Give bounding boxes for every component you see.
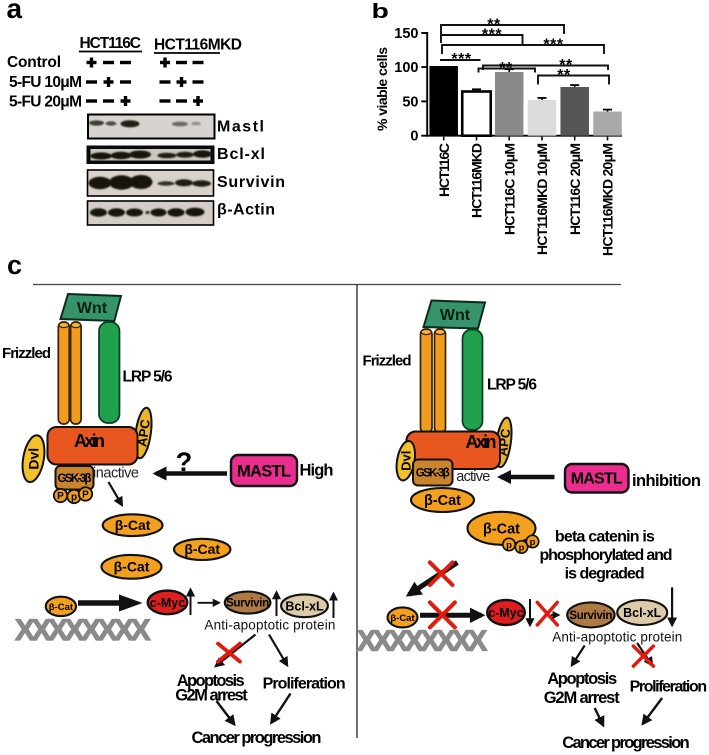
svg-text:APC: APC (134, 418, 153, 448)
svg-text:G2M arrest: G2M arrest (544, 689, 621, 707)
svg-text:Cancer progression: Cancer progression (192, 729, 322, 747)
svg-text:50: 50 (402, 94, 418, 110)
svg-text:HCT116C 10μM: HCT116C 10μM (501, 143, 517, 235)
svg-text:HCT116MKD 10μM: HCT116MKD 10μM (534, 143, 550, 255)
svg-text:High: High (300, 462, 334, 480)
svg-text:inhibition: inhibition (632, 472, 701, 490)
svg-text:Survivin: Survivin (569, 610, 612, 622)
svg-text:GSK-3β: GSK-3β (416, 468, 450, 480)
svg-text:HCT116MKD: HCT116MKD (469, 143, 485, 218)
svg-text:p: p (530, 537, 536, 548)
svg-text:active: active (456, 469, 490, 485)
svg-text:is degraded: is degraded (565, 566, 645, 583)
svg-text:HCT116C: HCT116C (80, 35, 142, 52)
svg-text:β-Cat: β-Cat (483, 522, 520, 538)
svg-text:HCT116MKD: HCT116MKD (154, 37, 242, 54)
svg-text:β-Cat: β-Cat (114, 559, 150, 575)
svg-text:Axin: Axin (74, 431, 105, 451)
svg-text:P: P (57, 491, 64, 502)
svg-text:Apoptosis: Apoptosis (547, 670, 617, 688)
svg-text:Frizzled: Frizzled (2, 345, 51, 362)
svg-text:Anti-apoptotic protein: Anti-apoptotic protein (552, 630, 682, 645)
svg-text:c-Myc: c-Myc (488, 606, 523, 620)
svg-text:Proliferation: Proliferation (630, 679, 708, 696)
svg-text:Control: Control (7, 54, 61, 71)
svg-text:100: 100 (394, 60, 418, 76)
svg-text:b: b (372, 1, 389, 23)
svg-text:a: a (7, 0, 23, 24)
svg-text:Wnt: Wnt (77, 300, 108, 317)
svg-text:HCT116C: HCT116C (436, 143, 452, 197)
svg-text:p: p (519, 542, 525, 553)
svg-text:***: *** (451, 51, 471, 68)
svg-text:HCT116C 20μM: HCT116C 20μM (567, 143, 583, 235)
svg-text:G2M arrest: G2M arrest (175, 687, 248, 705)
svg-text:0: 0 (410, 129, 418, 145)
svg-text:Dvl: Dvl (398, 451, 413, 471)
svg-text:β-Cat: β-Cat (390, 613, 415, 624)
svg-text:β-Cat: β-Cat (184, 541, 220, 557)
svg-text:inactive: inactive (93, 466, 139, 482)
svg-text:**: ** (499, 60, 513, 77)
svg-text:Frizzled: Frizzled (363, 353, 412, 370)
svg-text:XXXXXXXX: XXXXXXXX (357, 626, 488, 658)
svg-text:Axin: Axin (466, 432, 497, 452)
svg-text:***: *** (543, 37, 563, 54)
svg-text:c-Myc: c-Myc (150, 596, 185, 610)
svg-text:c: c (7, 250, 22, 280)
svg-text:**: ** (487, 17, 501, 34)
svg-text:Anti-apoptotic protein: Anti-apoptotic protein (204, 618, 335, 633)
svg-text:GSK-3β: GSK-3β (58, 473, 92, 485)
svg-text:LRP 5/6: LRP 5/6 (487, 377, 537, 394)
svg-text:Bcl-xl: Bcl-xl (217, 146, 265, 163)
svg-text:Survivin: Survivin (217, 174, 285, 191)
svg-text:beta catenin is: beta catenin is (555, 529, 655, 546)
svg-text:XXXXXXXX: XXXXXXXX (15, 614, 151, 647)
svg-text:Wnt: Wnt (440, 307, 471, 324)
svg-text:5-FU 10μM: 5-FU 10μM (9, 74, 82, 91)
svg-text:Bcl-xL: Bcl-xL (623, 606, 662, 620)
svg-text:β-Cat: β-Cat (49, 602, 74, 613)
svg-text:**: ** (559, 57, 573, 74)
svg-text:150: 150 (394, 26, 418, 42)
svg-text:Bcl-xL: Bcl-xL (285, 599, 324, 613)
svg-text:p: p (506, 540, 512, 551)
svg-text:Proliferation: Proliferation (263, 676, 346, 693)
svg-text:β-Actin: β-Actin (217, 202, 275, 219)
svg-text:MASTL: MASTL (237, 463, 291, 481)
svg-text:LRP 5/6: LRP 5/6 (123, 369, 173, 386)
svg-text:HCT116MKD 20μM: HCT116MKD 20μM (600, 143, 616, 256)
svg-text:% viable cells: % viable cells (374, 47, 390, 131)
svg-text:MASTL: MASTL (571, 471, 623, 488)
svg-text:β-Cat: β-Cat (115, 517, 151, 533)
svg-text:**: ** (557, 67, 571, 84)
svg-text:Dvl: Dvl (26, 448, 42, 470)
svg-text:Mastl: Mastl (217, 119, 264, 136)
svg-text:Apoptosis: Apoptosis (177, 672, 245, 690)
svg-text:Cancer progression: Cancer progression (562, 734, 690, 752)
svg-text:p: p (71, 492, 77, 503)
svg-text:***: *** (482, 27, 502, 44)
svg-text:β-Cat: β-Cat (424, 493, 461, 509)
svg-text:Survivin: Survivin (226, 598, 269, 610)
svg-text:?: ? (176, 447, 193, 477)
svg-text:5-FU 20μM: 5-FU 20μM (9, 94, 82, 111)
svg-text:P: P (82, 490, 89, 501)
svg-text:phosphorylated and: phosphorylated and (540, 547, 673, 564)
